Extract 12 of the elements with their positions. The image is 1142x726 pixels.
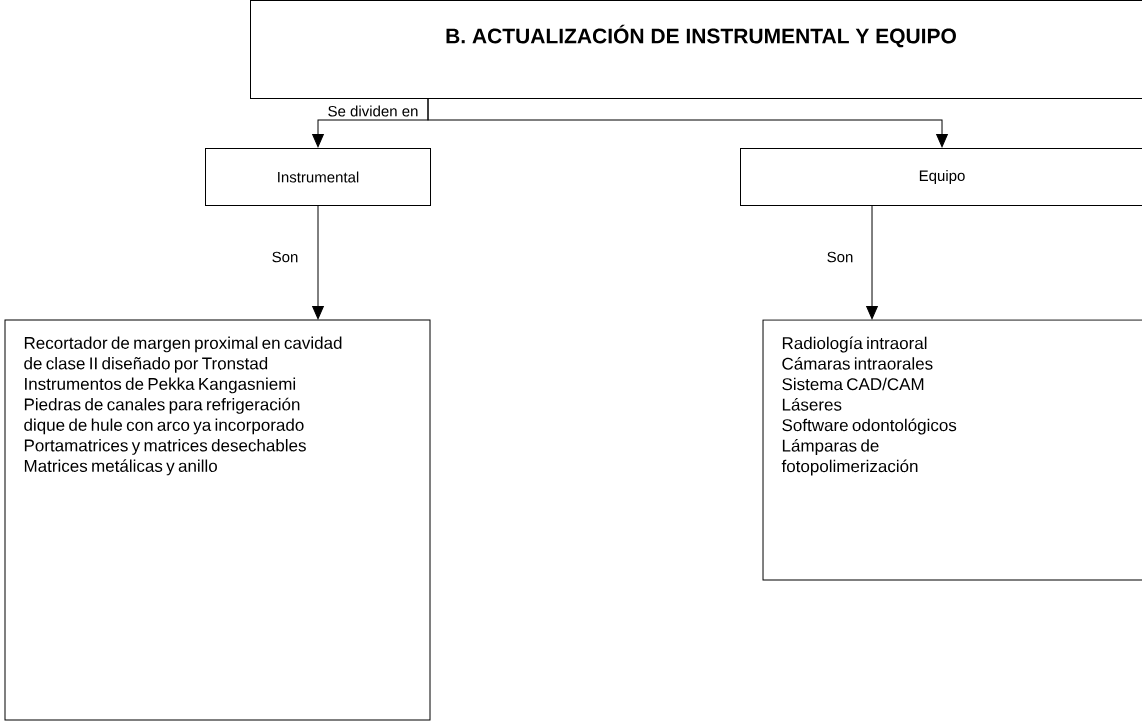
title: B. ACTUALIZACIÓN DE INSTRUMENTAL Y EQUIPO: [446, 24, 956, 48]
edge-label: Son: [825, 250, 855, 264]
edge-label: Son: [270, 250, 300, 264]
category-box: Instrumental: [205, 148, 431, 206]
arrow: [866, 205, 878, 320]
arrow: [427, 97, 948, 148]
list-box: Recortador de margen proximal en cavidad de clase II diseñado por Tronstad Instrumentos de Pekka Kangasniemi Piedras de canales para refrigeración dique de hule con arco ya incorporado Portamatrices y matrices desechables Matrices metálicas y anillo: [4, 319, 431, 721]
list-box: Radiología intraoral Cámaras intraorales Sistema CAD/CAM Láseres Software odontológicos Lámparas de fotopolimerización: [762, 319, 1142, 581]
arrow: [312, 205, 324, 320]
edge-label: Se dividen en: [326, 104, 420, 118]
title-box: [250, 0, 1142, 99]
category-box: Equipo: [740, 148, 1142, 206]
